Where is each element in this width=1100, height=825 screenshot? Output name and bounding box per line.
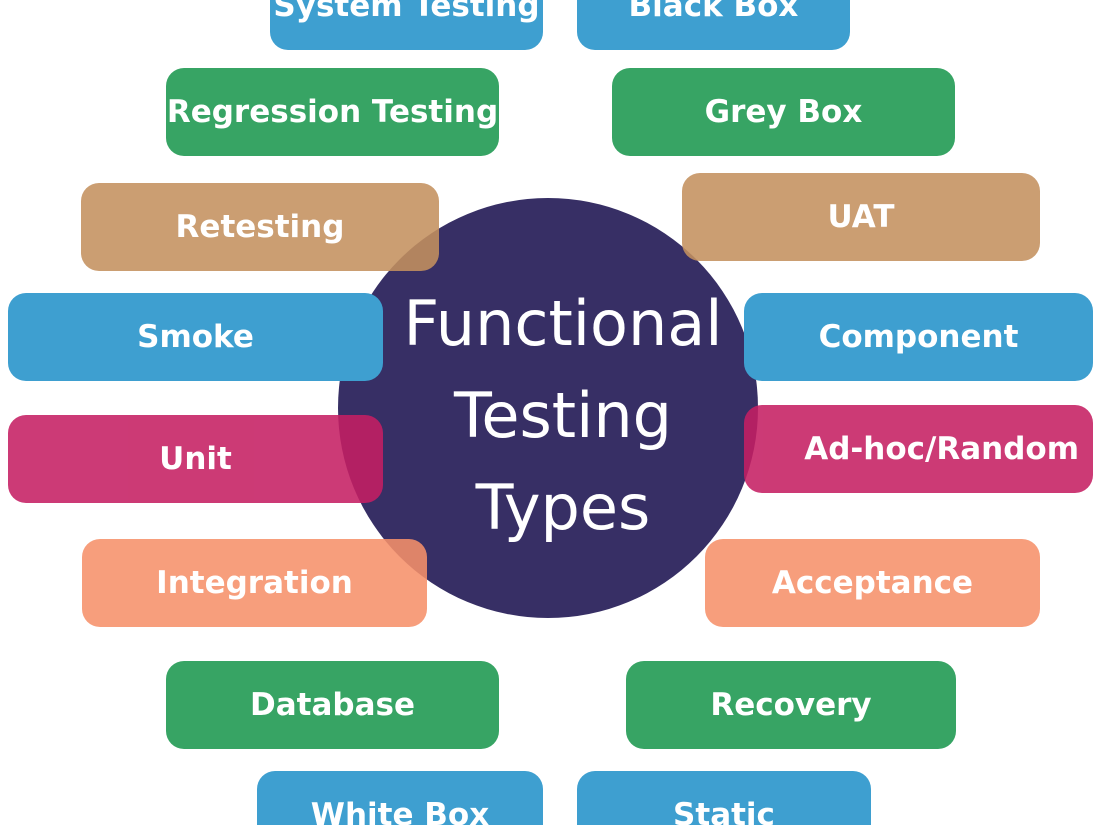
pill-black-box: Black Box (577, 0, 850, 50)
pill-database: Database (166, 661, 499, 749)
pill-system-testing: System Testing (270, 0, 543, 50)
pill-uat: UAT (682, 173, 1040, 261)
pill-recovery: Recovery (626, 661, 956, 749)
pill-integration: Integration (82, 539, 427, 627)
pill-unit: Unit (8, 415, 383, 503)
pill-regression-testing: Regression Testing (166, 68, 499, 156)
pill-grey-box: Grey Box (612, 68, 955, 156)
pill-retesting: Retesting (81, 183, 439, 271)
pill-static: Static (577, 771, 871, 825)
pill-acceptance: Acceptance (705, 539, 1040, 627)
pill-component: Component (744, 293, 1093, 381)
pill-smoke: Smoke (8, 293, 383, 381)
pill-ad-hoc-random: Ad-hoc/Random (744, 405, 1093, 493)
pill-white-box: White Box (257, 771, 543, 825)
